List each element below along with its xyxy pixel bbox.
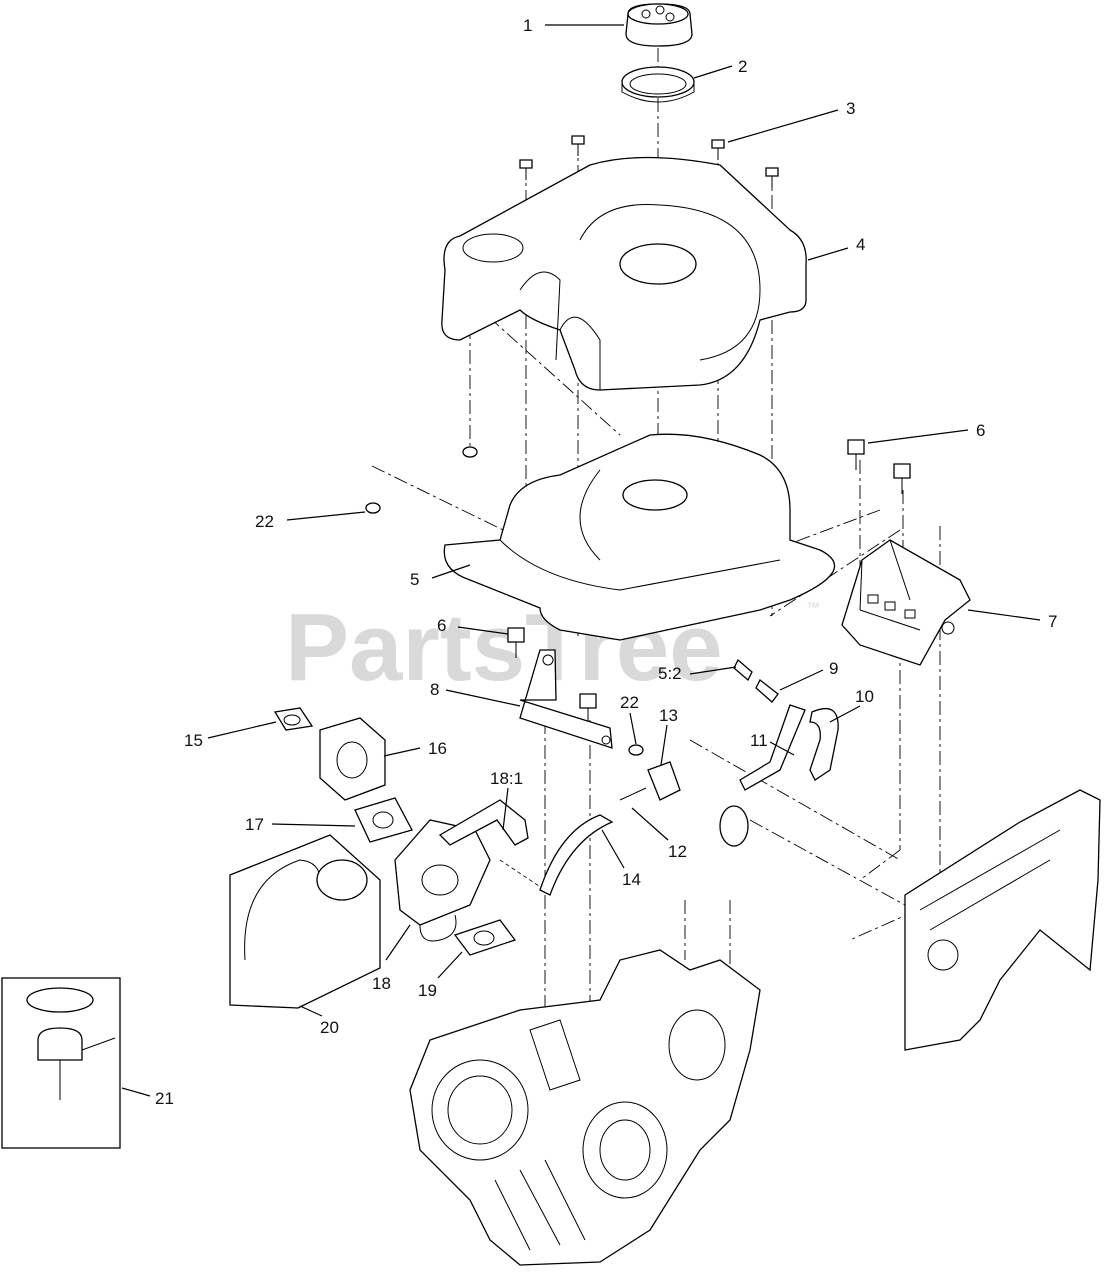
- inset-kit-part: [1, 977, 121, 1149]
- callout-8: 8: [430, 680, 439, 699]
- callout-10: 10: [855, 687, 874, 706]
- callout-6a: 6: [976, 421, 985, 440]
- callout-14: 14: [622, 870, 641, 889]
- leader-lines: [121, 24, 1041, 1097]
- fuel-valve-part: [733, 658, 779, 703]
- engine-block-part: [409, 949, 761, 1266]
- callout-6b: 6: [437, 616, 446, 635]
- nut-part: [365, 446, 644, 756]
- cap-gasket-part: [621, 66, 695, 103]
- mounting-bracket-part: [841, 539, 971, 666]
- bolt-part: [519, 135, 779, 188]
- fuel-fitting-part: [619, 761, 749, 847]
- callout-22a: 22: [255, 512, 274, 531]
- callout-20: 20: [320, 1018, 339, 1037]
- callout-7: 7: [1048, 612, 1057, 631]
- fuel-line-part: [739, 704, 839, 791]
- callout-15: 15: [184, 731, 203, 750]
- callout-12: 12: [668, 842, 687, 861]
- fuel-tank-part: [443, 433, 836, 641]
- callout-22b: 22: [620, 693, 639, 712]
- callout-3: 3: [846, 99, 855, 118]
- callout-9: 9: [829, 659, 838, 678]
- callout-17: 17: [245, 815, 264, 834]
- callout-18-1: 18:1: [490, 769, 523, 788]
- watermark-trademark: ™: [806, 599, 820, 615]
- carb-gasket-part: [354, 797, 413, 843]
- blower-housing-part: [904, 789, 1101, 1051]
- gasket-part: [273, 707, 314, 731]
- insulator-part: [319, 717, 386, 801]
- callout-labels: 1 2 3 4 6 22 5 7 6 5:2 9 8 10 22 13 15 1…: [155, 16, 1057, 1108]
- outlet-gasket-part: [453, 919, 517, 956]
- callout-11: 11: [750, 731, 768, 750]
- callout-2: 2: [738, 57, 747, 76]
- callout-13: 13: [659, 706, 678, 725]
- shroud-part: [441, 156, 807, 391]
- fuel-hose-part: [539, 814, 614, 896]
- callout-21: 21: [155, 1089, 174, 1108]
- primer-kit-part: [229, 834, 381, 1009]
- callout-5-2: 5:2: [658, 664, 682, 683]
- callout-19: 19: [418, 981, 437, 1000]
- callout-1: 1: [523, 16, 532, 35]
- support-bracket-part: [519, 649, 613, 749]
- callout-18: 18: [372, 974, 391, 993]
- callout-5: 5: [410, 570, 419, 589]
- carburetor-part: [394, 799, 529, 942]
- callout-4: 4: [856, 235, 865, 254]
- flange-bolt-part: [507, 439, 911, 722]
- callout-16: 16: [428, 739, 447, 758]
- fuel-cap-part: [625, 3, 693, 47]
